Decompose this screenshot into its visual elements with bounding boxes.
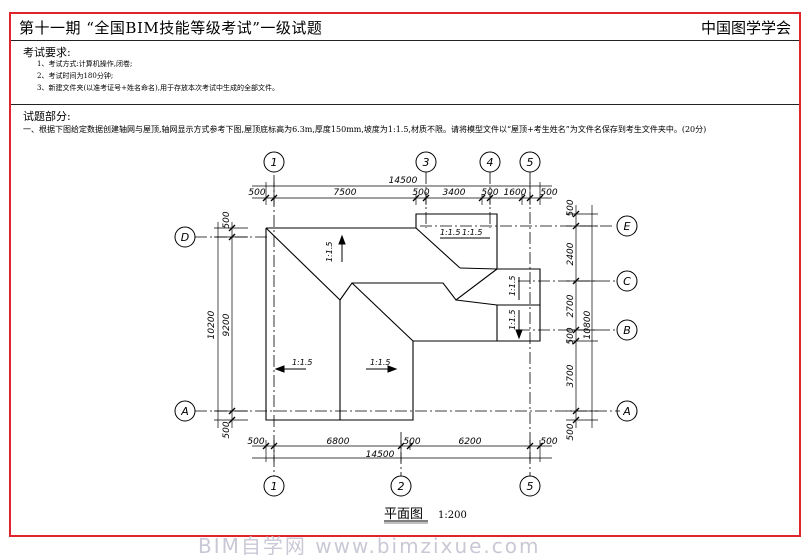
dim-text: 500 <box>566 423 576 440</box>
dim-text: 2700 <box>566 294 576 317</box>
roof-outline <box>265 213 541 421</box>
dimension-lines-right <box>566 205 598 428</box>
dim-text: 1600 <box>504 188 527 198</box>
dimension-lines-bottom <box>252 440 552 462</box>
slope-label: 1:1.5 <box>292 358 313 367</box>
grid-bubbles <box>174 151 638 497</box>
requirements-section: 考试要求: 1、考试方式:计算机操作,闭卷; 2、考试时间为180分钟; 3、新… <box>11 41 799 105</box>
slope-label: 1:1.5 <box>370 358 391 367</box>
header-bar: 第十一期 “全国BIM技能等级考试”一级试题 中国图学学会 <box>11 14 799 41</box>
grid-label-right: A <box>622 405 631 418</box>
grid-label-top: 3 <box>423 156 430 169</box>
grid-label-left: A <box>180 405 189 418</box>
grid-label-bottom: 5 <box>527 480 534 493</box>
requirements-label: 考试要求: <box>23 46 71 59</box>
grid-label-top: 5 <box>527 156 534 169</box>
dim-text: 500 <box>222 421 232 438</box>
dim-text: 10800 <box>583 310 593 339</box>
requirement-item: 1、考试方式:计算机操作,闭卷; <box>37 60 133 68</box>
dim-text: 3700 <box>566 364 576 387</box>
dim-text: 500 <box>412 188 429 198</box>
dim-text: 2400 <box>566 242 576 265</box>
dim-text: 500 <box>566 199 576 216</box>
dim-text: 500 <box>222 211 232 228</box>
dim-text: 10200 <box>207 310 217 339</box>
dim-text: 500 <box>481 188 498 198</box>
dim-text: 14500 <box>366 450 395 460</box>
grid-label-right: B <box>623 324 631 337</box>
dim-text: 500 <box>248 188 265 198</box>
grid-label-right: E <box>624 220 631 233</box>
drawing-scale: 1:200 <box>438 510 467 521</box>
dim-text: 500 <box>566 327 576 344</box>
slope-arrows <box>274 234 523 373</box>
organization-name: 中国图学学会 <box>700 19 791 37</box>
grid-lines <box>195 172 620 476</box>
exam-title: 第十一期 “全国BIM技能等级考试”一级试题 <box>19 19 323 37</box>
slope-label: 1:1.5 <box>508 309 517 330</box>
slope-label: 1:1.5 <box>462 228 483 237</box>
task-label: 试题部分: <box>23 110 71 123</box>
grid-label-bottom: 1 <box>271 480 278 493</box>
roof-plan-drawing: 1 3 4 5 1 2 5 D A E C B A 14500 500 7500… <box>174 151 638 524</box>
slope-label: 1:1.5 <box>508 275 517 296</box>
drawing-caption: 平面图 <box>384 507 423 522</box>
grid-label-top: 1 <box>271 156 278 169</box>
dim-text: 6800 <box>327 437 350 447</box>
requirement-item: 2、考试时间为180分钟; <box>37 72 114 80</box>
dimension-lines-top <box>252 182 552 205</box>
dim-text: 3400 <box>443 188 466 198</box>
dim-text: 500 <box>403 437 420 447</box>
dim-text: 14500 <box>389 176 418 186</box>
grid-label-right: C <box>623 275 631 288</box>
exam-sheet: 第十一期 “全国BIM技能等级考试”一级试题 中国图学学会 考试要求: 1、考试… <box>9 12 801 537</box>
dim-text: 500 <box>540 437 557 447</box>
dim-text: 7500 <box>334 188 357 198</box>
dimension-lines-left <box>214 222 248 428</box>
dim-text: 500 <box>247 437 264 447</box>
task-question: 一、根据下图给定数据创建轴网与屋顶,轴网显示方式参考下图,屋顶底标高为6.3m,… <box>23 125 707 134</box>
grid-label-left: D <box>181 231 189 244</box>
dim-text: 500 <box>540 188 557 198</box>
dim-text: 9200 <box>222 313 232 336</box>
grid-label-top: 4 <box>487 156 494 169</box>
slope-label: 1:1.5 <box>325 241 334 262</box>
dim-text: 6200 <box>459 437 482 447</box>
dimension-ticks <box>228 194 580 450</box>
slope-label: 1:1.5 <box>440 228 461 237</box>
grid-label-bottom: 2 <box>398 480 405 493</box>
requirement-item: 3、新建文件夹(以准考证号+姓名命名),用于存放本次考试中生成的全部文件。 <box>37 84 280 92</box>
